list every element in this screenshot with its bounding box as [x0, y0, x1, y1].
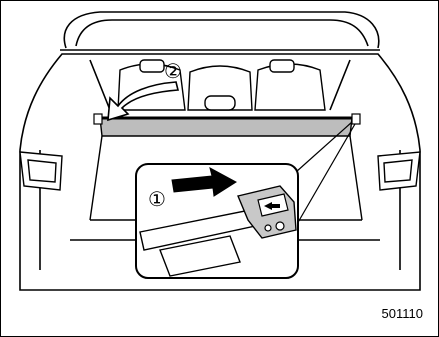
detail-inset — [136, 164, 298, 278]
figure-code: 501110 — [382, 306, 423, 321]
tail-light-right — [378, 152, 420, 190]
step-2-marker: ② — [164, 59, 182, 83]
step-1-marker: ① — [148, 187, 166, 211]
cargo-cover — [94, 114, 360, 136]
tail-light-left — [20, 152, 62, 190]
liftgate-outline — [60, 12, 380, 50]
rear-seats — [118, 60, 325, 110]
